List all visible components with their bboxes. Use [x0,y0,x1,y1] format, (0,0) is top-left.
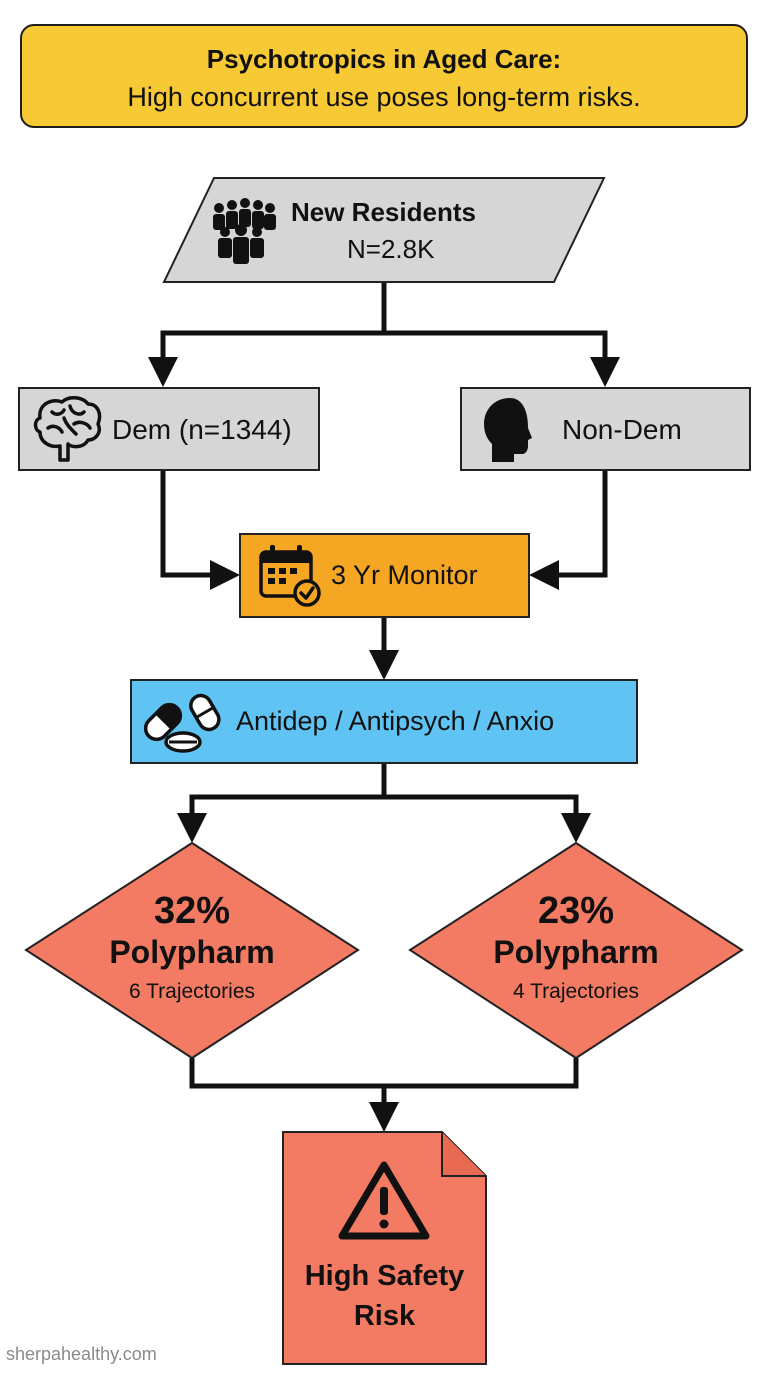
drugs-label: Antidep / Antipsych / Anxio [236,706,555,736]
arrowhead-monitor-right [529,560,559,590]
brain-icon [33,396,102,462]
nondem-outcome-node [408,841,744,1060]
dem-outcome-node [24,841,360,1060]
arrowhead-outcome-right [561,813,591,843]
head-silhouette-icon [484,398,532,462]
dem-outcome-percent: 32% [153,890,231,932]
risk-page-fold [441,1132,486,1177]
warning-triangle-icon [338,1161,430,1240]
risk-label-line1: High Safety [304,1260,465,1292]
nondem-outcome-percent: 23% [537,890,615,932]
arrowhead-nondem [590,357,620,387]
arrowhead-monitor-left [210,560,240,590]
connector-nondem-monitor [557,470,608,578]
residents-count: N=2.8K [347,234,435,264]
dem-outcome-label: Polypharm [109,934,275,970]
dem-outcome-detail: 6 Trajectories [128,980,256,1003]
dementia-label: Dem (n=1344) [112,414,292,445]
arrowhead-risk [369,1102,399,1132]
non-dementia-label: Non-Dem [562,414,682,445]
monitor-node [239,533,530,618]
title-heading: Psychotropics in Aged Care: [206,44,562,74]
arrowhead-drugs [369,650,399,680]
title-banner: Psychotropics in Aged Care: High concurr… [20,24,748,128]
risk-label-line2: Risk [353,1300,416,1332]
residents-label: New Residents [291,197,476,227]
calendar-check-icon [259,545,321,607]
title-subtitle: High concurrent use poses long-term risk… [127,82,641,112]
people-group-icon [213,198,276,264]
connectors [148,282,620,1132]
risk-node [282,1131,487,1365]
pills-icon [143,693,221,753]
connector-drugs-right [384,794,579,815]
connector-dem-monitor [160,470,212,578]
connector-drugs-split [189,763,387,815]
monitor-label: 3 Yr Monitor [331,560,478,590]
nondem-outcome-label: Polypharm [493,934,659,970]
nondem-outcome-detail: 4 Trajectories [512,980,640,1003]
watermark: sherpahealthy.com [6,1344,157,1364]
connector-residents-right [384,330,608,358]
arrowhead-outcome-left [177,813,207,843]
connector-outcomes-merge [189,1058,579,1089]
arrowhead-dem [148,357,178,387]
residents-node [162,177,606,283]
connector-residents-split [160,282,387,358]
